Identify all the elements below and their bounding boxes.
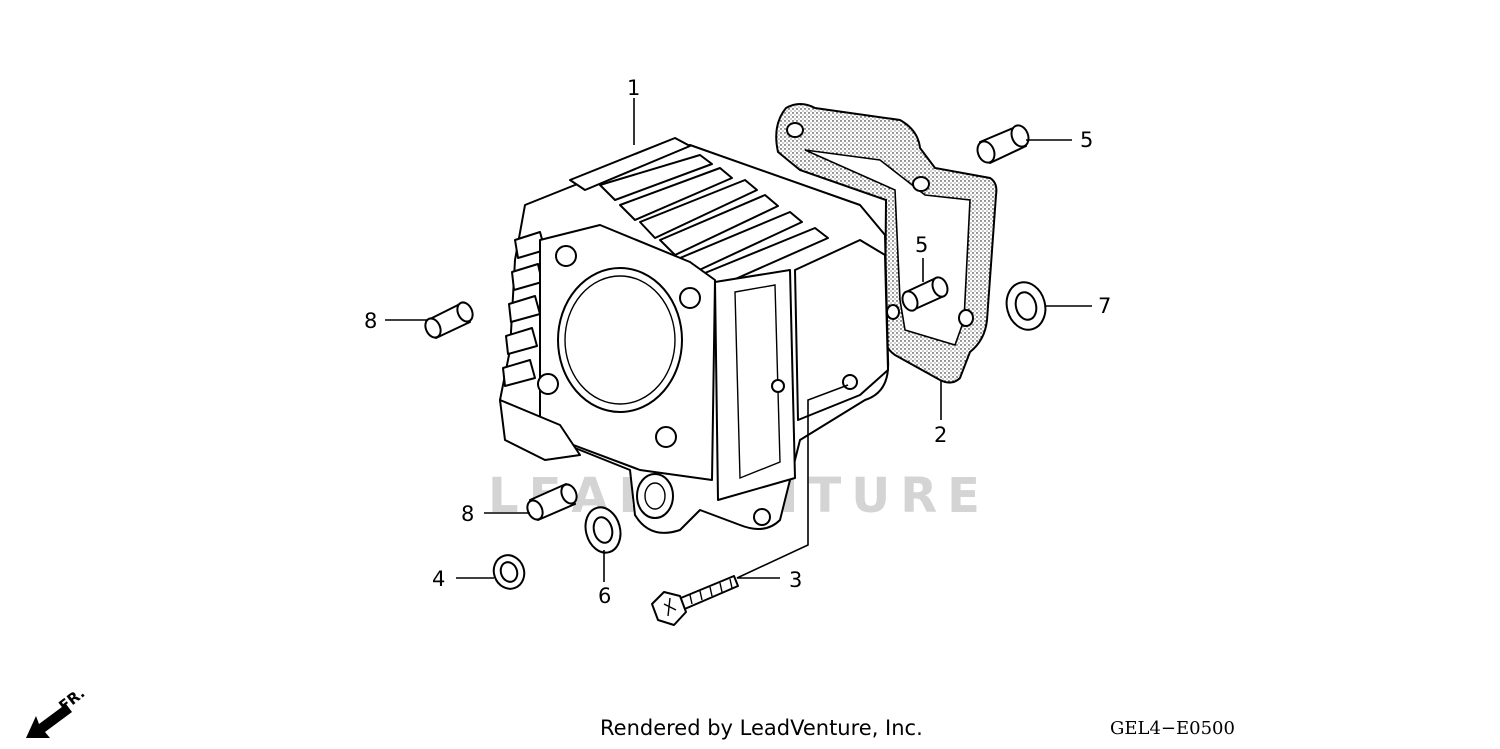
callout-5-upper[interactable]: 5 [1080, 128, 1093, 152]
leader-lines [385, 98, 1092, 582]
callout-7[interactable]: 7 [1098, 294, 1111, 318]
callout-1[interactable]: 1 [627, 76, 640, 100]
dowel-pin-5-upper[interactable] [974, 123, 1031, 165]
rendered-by-credit: Rendered by LeadVenture, Inc. [600, 716, 923, 740]
cylinder[interactable] [499, 137, 890, 534]
callout-4[interactable]: 4 [432, 567, 445, 591]
callout-8-lower[interactable]: 8 [461, 502, 474, 526]
oil-seal-6[interactable] [581, 503, 626, 556]
callout-2[interactable]: 2 [934, 423, 947, 447]
callout-8-upper[interactable]: 8 [364, 309, 377, 333]
oil-seal-7[interactable] [1001, 278, 1050, 334]
callout-3[interactable]: 3 [789, 568, 802, 592]
bolt-3[interactable] [651, 575, 739, 626]
callout-5-inner[interactable]: 5 [915, 233, 928, 257]
front-direction-arrow-icon: FR. [26, 684, 88, 738]
diagram-code: GEL4−E0500 [1110, 718, 1235, 739]
dowel-pin-8-upper[interactable] [422, 300, 475, 340]
dowel-pin-5-inner[interactable] [900, 275, 950, 313]
washer-4[interactable] [489, 551, 529, 593]
dowel-pin-8-lower[interactable] [524, 482, 579, 522]
callout-6[interactable]: 6 [598, 584, 611, 608]
